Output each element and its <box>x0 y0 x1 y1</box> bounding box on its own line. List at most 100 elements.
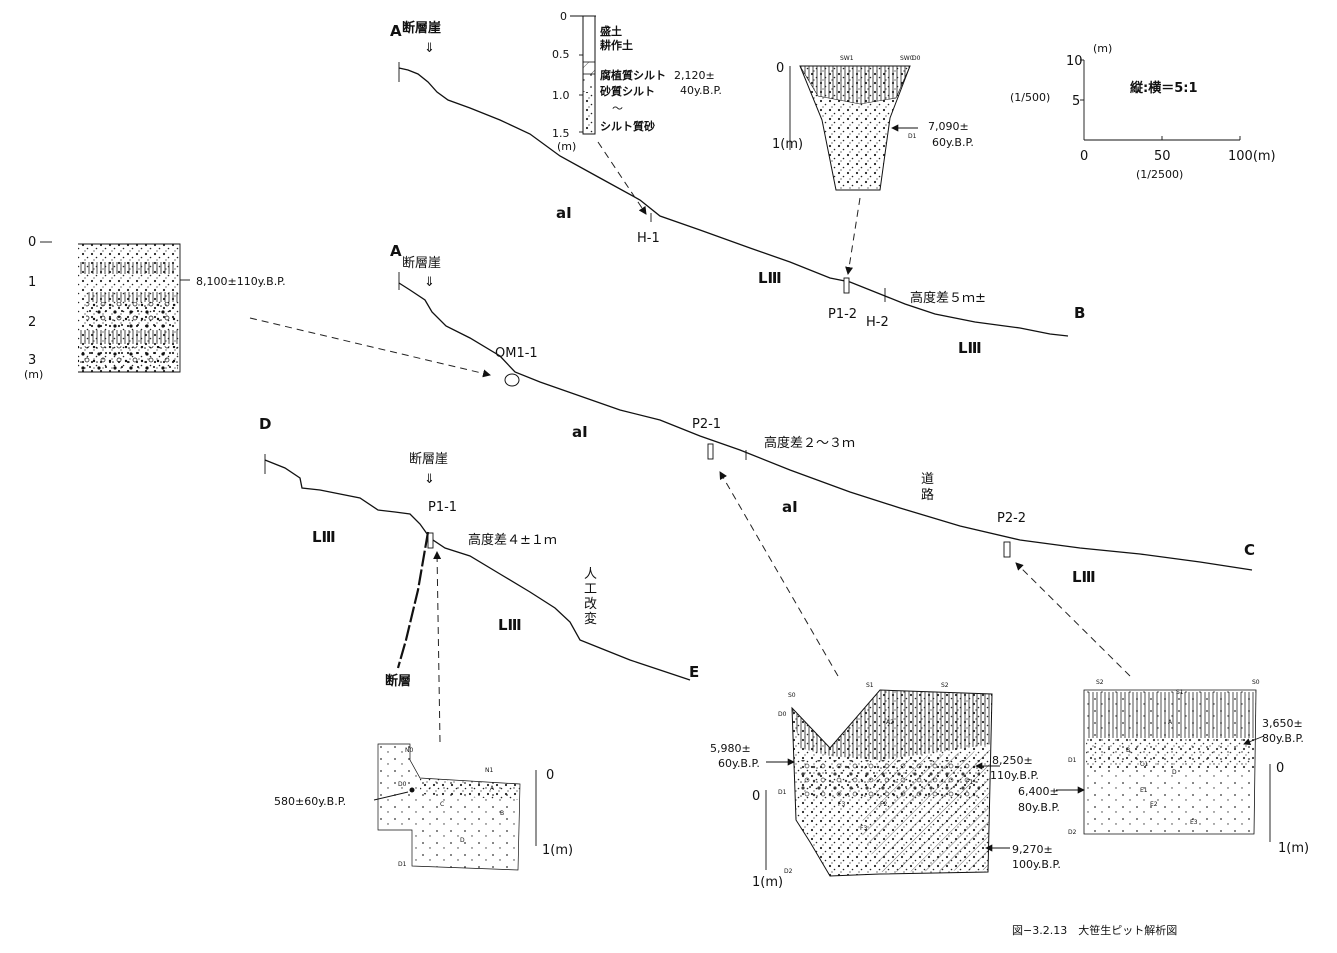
svg-text:1(m): 1(m) <box>772 137 803 152</box>
svg-text:D0: D0 <box>778 711 787 718</box>
svg-text:0: 0 <box>28 235 36 250</box>
svg-text:P1-2: P1-2 <box>828 307 857 322</box>
artificial-char-4: 変 <box>584 611 597 627</box>
svg-text:0: 0 <box>560 10 567 23</box>
profile-ac-diff: 高度差２〜３ｍ <box>764 435 855 451</box>
svg-text:100y.B.P.: 100y.B.P. <box>1012 858 1061 871</box>
svg-text:P2-2: P2-2 <box>997 511 1026 526</box>
svg-text:8,250±: 8,250± <box>992 754 1033 767</box>
profile-ab: A 断層崖 ⇓ aⅠ H-1 LⅢ P1-2 H-2 高度差５ｍ± B LⅢ <box>390 20 1085 357</box>
profile-ab-start: A <box>390 22 402 40</box>
svg-text:S2: S2 <box>941 682 949 689</box>
road-char-1: 道 <box>921 472 934 487</box>
profile-de-fault-label: 断層崖 <box>409 452 448 467</box>
svg-text:50: 50 <box>1154 149 1171 164</box>
profile-de: D 断層崖 ⇓ P1-1 高度差４±１ｍ LⅢ LⅢ 人 工 改 変 E 断層 <box>259 415 699 689</box>
profile-ac-fault-label: 断層崖 <box>402 256 441 271</box>
sketch-p1-1: N0 N1 D0 D1 A C B D 0 1(m) 580±60y.B.P. <box>274 551 573 871</box>
pit-p2-1: P2-1 <box>692 417 721 460</box>
svg-text:(1/2500): (1/2500) <box>1136 168 1183 181</box>
svg-text:(m): (m) <box>24 368 43 381</box>
svg-text:3,650±: 3,650± <box>1262 717 1303 730</box>
svg-text:8,100±110y.B.P.: 8,100±110y.B.P. <box>196 275 286 288</box>
profile-ab-diff: 高度差５ｍ± <box>910 290 986 306</box>
svg-text:60y.B.P.: 60y.B.P. <box>932 136 974 149</box>
pit-h2: H-2 <box>866 288 889 330</box>
svg-text:40y.B.P.: 40y.B.P. <box>680 84 722 97</box>
svg-text:10: 10 <box>1066 54 1083 69</box>
svg-text:C1: C1 <box>1140 761 1148 768</box>
sketch-p2-2: S2 S1 S0 D1 D2 A B C1 D E1 E2 E3 0 1(m) … <box>1015 562 1309 856</box>
profile-de-surface <box>264 459 691 681</box>
profile-ac-end: C <box>1244 541 1255 559</box>
svg-text:5: 5 <box>1072 94 1080 109</box>
profile-de-fault-arrow: ⇓ <box>424 472 435 487</box>
profile-de-end: E <box>689 663 699 681</box>
svg-text:C: C <box>440 801 444 808</box>
unit-liii-ab: LⅢ <box>758 269 782 287</box>
svg-text:6,400±: 6,400± <box>1018 785 1059 798</box>
svg-text:D1: D1 <box>908 133 917 140</box>
svg-text:1: 1 <box>28 275 36 290</box>
svg-text:D: D <box>1172 769 1177 776</box>
svg-text:D1: D1 <box>778 789 787 796</box>
svg-text:S0: S0 <box>788 692 796 699</box>
svg-text:A: A <box>1168 719 1173 726</box>
svg-text:シルト質砂: シルト質砂 <box>600 119 655 133</box>
svg-text:D0: D0 <box>912 55 921 62</box>
svg-text:〜: 〜 <box>612 102 623 115</box>
svg-text:SW1: SW1 <box>840 55 854 62</box>
profile-ab-end: B <box>1074 304 1085 322</box>
svg-text:80y.B.P.: 80y.B.P. <box>1262 732 1304 745</box>
svg-text:1.5: 1.5 <box>552 127 570 140</box>
svg-text:D1: D1 <box>1068 757 1077 764</box>
svg-text:S0: S0 <box>1252 679 1260 686</box>
profile-ab-fault-label: 断層崖 <box>402 20 441 36</box>
svg-text:E1: E1 <box>1140 787 1148 794</box>
pit-h1: H-1 <box>637 213 660 246</box>
unit-ai-ab: aⅠ <box>556 204 572 222</box>
svg-text:盛土: 盛土 <box>600 24 622 38</box>
svg-text:0: 0 <box>1276 761 1284 776</box>
svg-text:N1: N1 <box>485 767 493 774</box>
svg-text:S2: S2 <box>1096 679 1104 686</box>
sketch-p1-2: SW1 SW0 D0 0 1(m) D1 7,090± 60y.B.P. <box>772 55 974 275</box>
profile-ac: A 断層崖 ⇓ OM1-1 aⅠ P2-1 高度差２〜３ｍ 道 路 aⅠ P2-… <box>390 242 1255 586</box>
profile-ab-surface <box>398 67 1069 337</box>
svg-text:S1: S1 <box>866 682 874 689</box>
svg-text:H-1: H-1 <box>637 231 660 246</box>
svg-text:100(m): 100(m) <box>1228 149 1276 164</box>
svg-text:5,980±: 5,980± <box>710 742 751 755</box>
unit-liii-de2: LⅢ <box>498 616 522 634</box>
svg-text:D2: D2 <box>784 868 793 875</box>
svg-text:B: B <box>500 810 504 817</box>
svg-text:E2: E2 <box>1150 801 1158 808</box>
svg-text:E3: E3 <box>1190 819 1198 826</box>
artificial-char-2: 工 <box>584 582 597 597</box>
svg-text:(1/500): (1/500) <box>1010 91 1050 104</box>
unit-ai-ac2: aⅠ <box>782 498 798 516</box>
svg-text:A2: A2 <box>886 719 894 726</box>
profile-de-start: D <box>259 415 271 433</box>
column-h1: 0 0.5 1.0 1.5 (m) 盛土 耕作土 腐植質シルト 砂質シルト 〜 … <box>552 10 722 215</box>
pit-om1-1: OM1-1 <box>495 346 538 387</box>
svg-text:A: A <box>490 785 495 792</box>
figure-caption: 図−3.2.13 大笹生ピット解析図 <box>1012 923 1177 937</box>
svg-text:(m): (m) <box>557 140 576 153</box>
svg-text:F2: F2 <box>880 801 887 808</box>
svg-text:0: 0 <box>752 789 760 804</box>
svg-text:0: 0 <box>546 768 554 783</box>
fault-line <box>396 531 430 669</box>
sketch-om1-1: 0 1 2 3 (m) 8,100±110y.B.P. <box>24 235 491 381</box>
profile-ac-start: A <box>390 242 402 260</box>
svg-text:F1: F1 <box>966 779 973 786</box>
profile-ab-fault-arrow: ⇓ <box>424 41 435 56</box>
pit-p1-1-label: P1-1 <box>428 500 457 515</box>
svg-text:腐植質シルト: 腐植質シルト <box>600 68 666 82</box>
pit-p2-2: P2-2 <box>997 511 1026 558</box>
svg-text:110y.B.P.: 110y.B.P. <box>990 769 1039 782</box>
svg-text:1.0: 1.0 <box>552 89 570 102</box>
fault-label: 断層 <box>385 673 411 689</box>
pit-p1-2: P1-2 <box>828 277 857 322</box>
